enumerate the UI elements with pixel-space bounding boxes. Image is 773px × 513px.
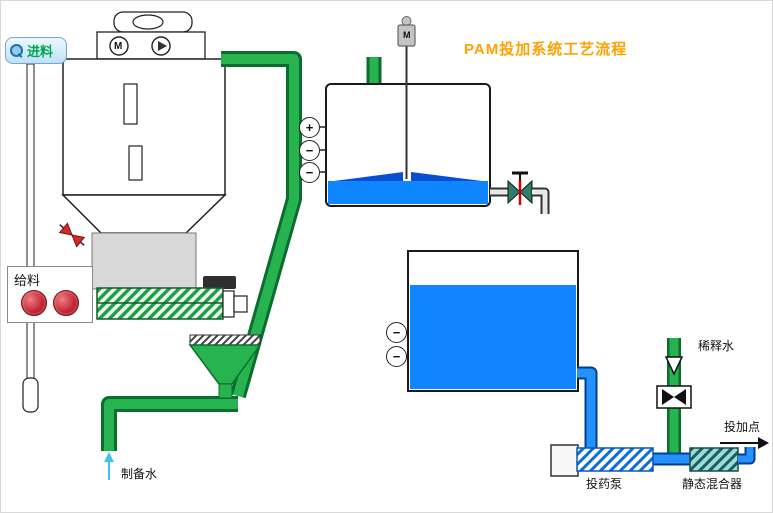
dilution-valve[interactable]: [656, 385, 692, 409]
hopper-motor-label: M: [114, 41, 123, 52]
hopper-unit: [56, 11, 248, 320]
agitator-blade-right: [411, 172, 482, 181]
storage-gauge-2: −: [386, 346, 407, 367]
dilution-flow-arrow-icon: [664, 356, 684, 376]
pipe-transfer-inner: [221, 54, 299, 398]
feeder-panel: 给料: [7, 266, 93, 323]
agitator-motor-label: M: [403, 30, 411, 40]
mixtank-gauge-3: −: [299, 162, 320, 183]
feed-search-icon: [10, 44, 23, 58]
mixing-tank-wall: [325, 83, 491, 207]
agitator-blade-left: [334, 172, 403, 181]
hopper-body: [62, 58, 226, 196]
outlet-inner: [577, 368, 596, 450]
storage-gauge-1: −: [386, 322, 407, 343]
conveyor-drive: [203, 276, 236, 289]
faucet-spout-inner: [532, 189, 548, 214]
pump-body: [576, 447, 654, 472]
pump-head: [550, 444, 579, 477]
feeder-housing: [91, 232, 197, 290]
cone-valve-left: [58, 222, 73, 236]
start-icon: [158, 41, 167, 51]
pipe-prep-water: [101, 396, 238, 451]
dilution-valve-left: [662, 389, 674, 405]
dosing-pump[interactable]: [550, 444, 654, 477]
outlet-valve[interactable]: [490, 171, 550, 214]
feed-knob-left[interactable]: [21, 290, 47, 316]
static-mixer-label: 静态混合器: [682, 477, 743, 491]
storage-tank-liquid: [410, 285, 576, 389]
pipe-storage-outlet: [577, 366, 598, 450]
cone-valve-right: [71, 234, 86, 248]
mixer-body: [689, 447, 739, 472]
agitator-motor: [397, 24, 416, 47]
dilution-valve-right: [674, 389, 686, 405]
mixtank-gauge-1: +: [299, 117, 320, 138]
hopper-slot-2: [128, 145, 143, 181]
faucet-body-right: [519, 179, 533, 205]
conveyor-end-flange: [222, 290, 235, 318]
dilution-water-label: 稀释水: [698, 339, 735, 353]
conveyor-end-cap: [233, 295, 248, 313]
funnel-rim: [189, 334, 261, 346]
prep-arrow-head: [104, 452, 114, 462]
mixing-tank-liquid: [328, 181, 488, 204]
hopper-cone: [61, 194, 227, 234]
dosing-funnel: [188, 334, 262, 399]
diagram-title: PAM投加系统工艺流程: [464, 41, 628, 58]
suction-pipe-tube: [26, 63, 35, 383]
faucet-body-left: [507, 179, 521, 205]
storage-tank: [405, 250, 579, 392]
mixer-out-inner: [738, 447, 754, 463]
motor-m-circle: [109, 36, 129, 56]
funnel-spout: [218, 383, 233, 399]
feed-button[interactable]: 进料: [5, 37, 67, 64]
prep-water-arrow: [104, 452, 114, 480]
feeder-panel-label: 给料: [14, 273, 41, 288]
dose-arrow-head: [758, 437, 769, 449]
suction-pipe: [22, 63, 39, 413]
agitator-motor-cap: [401, 16, 412, 26]
suction-wand: [22, 377, 39, 413]
mixtank-gauge-2: −: [299, 140, 320, 161]
hopper-slot-1: [123, 83, 138, 125]
mixing-tank: [320, 16, 491, 207]
dosing-point-label: 投加点: [724, 420, 761, 434]
hopper-lid-port: [132, 14, 164, 30]
pipe-prep-inner: [104, 399, 238, 451]
feed-knob-right[interactable]: [53, 290, 79, 316]
prep-water-label: 制备水: [121, 467, 158, 481]
static-mixer: [689, 447, 756, 472]
cone-valve[interactable]: [56, 220, 88, 250]
dosing-point-arrow: [720, 437, 769, 449]
feed-button-label: 进料: [27, 44, 54, 59]
pipe-prep-outer: [101, 396, 238, 451]
dosing-pump-label: 投药泵: [586, 477, 623, 491]
pipe-transfer: [221, 51, 302, 399]
